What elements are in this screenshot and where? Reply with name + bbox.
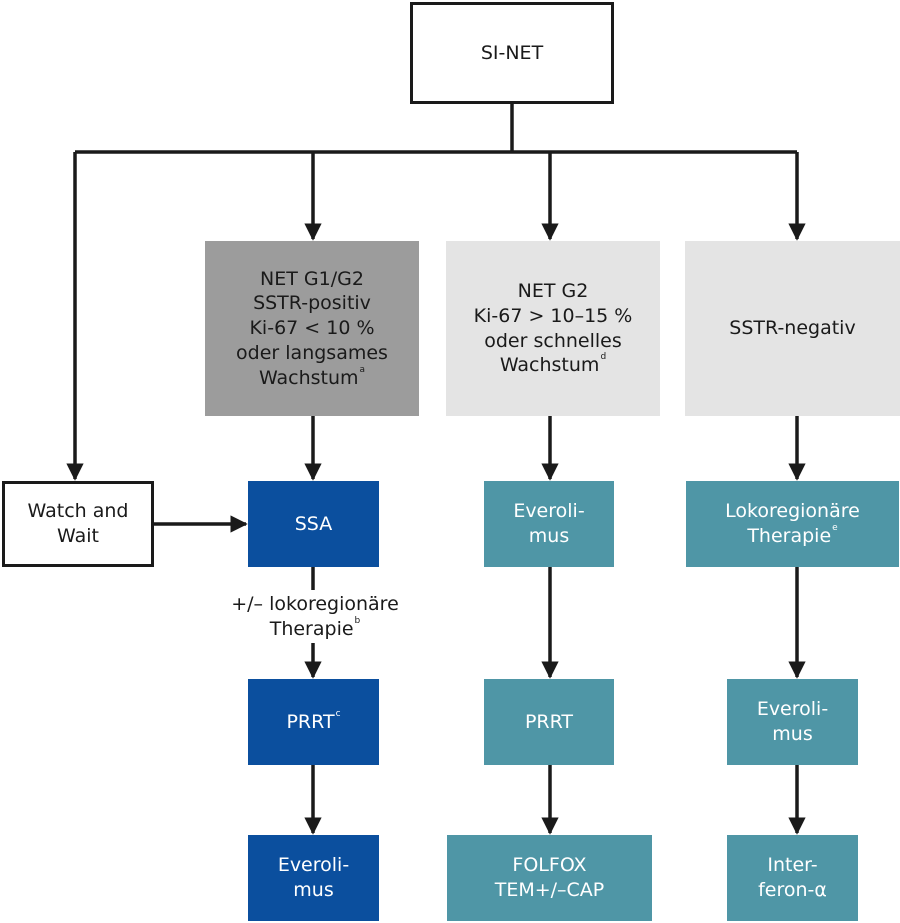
lokoregionaere-therapie-label: +/– lokoregionäre Therapieb [195,590,435,644]
group2-line4: Wachstum [499,354,600,377]
loko-line1: Lokoregionäre [725,500,860,523]
interferon-line1: Inter- [767,854,818,877]
node-lokoregionaere-therapie: Lokoregionäre Therapiee [686,481,899,567]
everolimus-col1-line2: mus [293,879,334,901]
loko-line2-wrap: Therapiee [747,523,838,549]
loko-footnote: e [832,523,838,533]
folfox-line1: FOLFOX [512,854,587,877]
node-si-net: SI-NET [410,2,614,104]
interferon-line2: feron-α [758,879,827,901]
everolimus-col2-line2: mus [528,525,570,547]
group1-line5-wrap: Wachstuma [258,364,366,391]
watch-wait-line1: Watch and [27,500,129,523]
watch-wait-line2: Wait [57,525,99,547]
prrt-col1-wrap: PRRTc [286,708,341,735]
everolimus-col3-line2: mus [772,723,813,745]
node-interferon: Inter- feron-α [727,835,858,921]
loko-line2: Therapie [747,525,832,547]
group3-line1: SSTR-negativ [729,317,856,340]
col1-mid-line2-wrap: Therapieb [195,615,435,642]
col1-mid-line1: +/– lokoregionäre [231,593,399,615]
group2-line4-wrap: Wachstumd [499,352,607,378]
node-ssa: SSA [248,481,379,567]
node-net-g1-g2: NET G1/G2 SSTR-positiv Ki-67 < 10 % oder… [205,241,419,416]
node-prrt-col2: PRRT [484,679,614,765]
folfox-line2: TEM+/–CAP [494,879,605,901]
group1-line5: Wachstum [258,366,359,389]
group2-line1: NET G2 [517,280,589,303]
col1-mid-line2: Therapie [269,617,354,640]
si-net-label: SI-NET [480,41,544,64]
group2-line3: oder schnelles [484,329,622,352]
everolimus-col1-line1: Everoli- [277,854,350,877]
node-prrt-col1: PRRTc [248,679,379,765]
node-everolimus-col3: Everoli- mus [727,679,858,765]
prrt-col1-label: PRRT [286,710,335,733]
everolimus-col3-line1: Everoli- [756,698,829,721]
node-folfox: FOLFOX TEM+/–CAP [447,835,652,921]
node-everolimus-col2: Everoli- mus [484,481,614,567]
node-net-g2: NET G2 Ki-67 > 10–15 % oder schnelles Wa… [446,241,660,416]
everolimus-col2-line1: Everoli- [513,500,585,523]
prrt-col1-footnote: c [335,708,341,719]
group1-line3: Ki-67 < 10 % [249,317,375,340]
group2-line2: Ki-67 > 10–15 % [473,304,633,327]
group1-line2: SSTR-positiv [253,292,371,315]
ssa-label: SSA [294,512,333,535]
node-everolimus-col1: Everoli- mus [248,835,379,921]
group1-line4: oder langsames [236,341,388,364]
group1-footnote: a [359,364,366,375]
group2-footnote: d [600,352,607,363]
node-watch-and-wait: Watch and Wait [2,481,154,567]
group1-line1: NET G1/G2 [260,267,364,290]
node-sstr-negativ: SSTR-negativ [685,241,900,416]
prrt-col2-label: PRRT [524,710,574,733]
col1-mid-footnote: b [354,615,361,626]
